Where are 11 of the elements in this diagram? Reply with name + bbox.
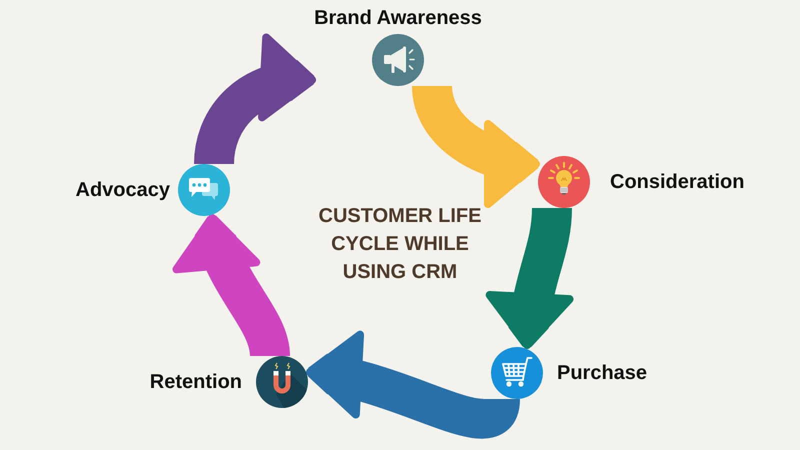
curved-arrow [306,334,520,439]
curved-arrow [176,213,290,358]
diagram-title: CUSTOMER LIFE CYCLE WHILE USING CRM [318,204,482,285]
stage-label: Consideration [610,170,744,194]
stage-label: Purchase [557,361,648,385]
stage-label: Advocacy [76,178,170,202]
curved-arrow [194,36,316,166]
stage-label: Brand Awareness [314,6,482,30]
curved-arrow [412,84,540,206]
stage-label: Retention [150,370,242,394]
curved-arrow [486,207,575,349]
